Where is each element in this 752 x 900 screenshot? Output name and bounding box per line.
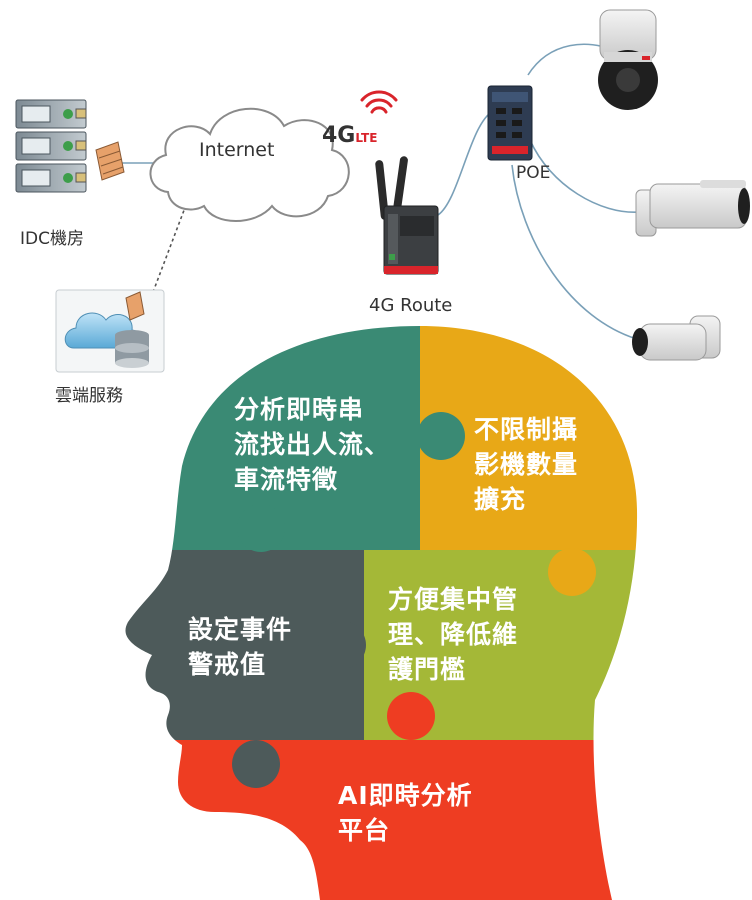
puzzle-text-line: 理、降低維	[388, 620, 519, 649]
link-internet-cloud	[149, 204, 187, 301]
puzzle-text-top-left: 分析即時串 流找出人流、 車流特徵	[234, 392, 390, 497]
puzzle-text-middle-right: 方便集中管 理、降低維 護門檻	[388, 582, 518, 687]
puzzle-text-line: 分析即時串	[234, 395, 365, 424]
firewall-icon	[95, 141, 125, 181]
puzzle-text-line: 車流特徵	[234, 465, 339, 494]
puzzle-text-line: 影機數量	[474, 450, 579, 479]
puzzle-tab	[417, 412, 465, 460]
puzzle-tab	[318, 621, 366, 669]
puzzle-text-top-right: 不限制攝 影機數量 擴充	[474, 412, 578, 517]
bullet-camera-icon	[635, 180, 750, 237]
puzzle-text-line: 擴充	[474, 485, 527, 514]
cloud-service-icon	[55, 289, 165, 373]
puzzle-tab	[387, 692, 435, 740]
link-poe-mini	[511, 164, 641, 341]
puzzle-text-line: 設定事件	[188, 615, 293, 644]
head-puzzle	[125, 326, 638, 900]
internet-cloud-icon	[149, 107, 350, 222]
router-label: 4G Route	[369, 295, 453, 316]
ptz-camera-icon	[598, 9, 658, 110]
link-router-poe	[437, 109, 496, 216]
mini-bullet-camera-icon	[632, 315, 721, 361]
idc-label: IDC機房	[20, 229, 84, 249]
puzzle-text-line: 警戒值	[188, 650, 267, 679]
poe-label: POE	[516, 163, 551, 183]
puzzle-text-middle-left: 設定事件 警戒值	[188, 612, 292, 682]
puzzle-tab	[548, 548, 596, 596]
puzzle-text-line: 流找出人流、	[234, 430, 391, 459]
link-poe-bullet	[529, 139, 641, 213]
puzzle-tab	[237, 504, 285, 552]
internet-label: Internet	[199, 139, 275, 161]
puzzle-tab	[232, 740, 280, 788]
lte-badge-main: 4G	[322, 123, 356, 148]
link-poe-ptz	[527, 43, 613, 76]
network-links	[120, 43, 641, 341]
lte-badge: 4GLTE	[322, 123, 378, 148]
puzzle-text-line: 不限制攝	[474, 415, 579, 444]
puzzle-text-line: 護門檻	[388, 655, 467, 684]
puzzle-text-line: 方便集中管	[388, 585, 519, 614]
cloud-service-label: 雲端服務	[55, 386, 123, 406]
lte-signal-icon	[360, 90, 398, 114]
puzzle-text-line: 平台	[338, 816, 391, 845]
idc-server-icon	[15, 99, 87, 193]
poe-switch-icon	[487, 85, 533, 161]
puzzle-text-bottom: AI即時分析 平台	[338, 778, 473, 848]
puzzle-text-line: AI即時分析	[338, 781, 473, 810]
router-icon	[375, 156, 439, 275]
lte-badge-sub: LTE	[355, 131, 378, 145]
